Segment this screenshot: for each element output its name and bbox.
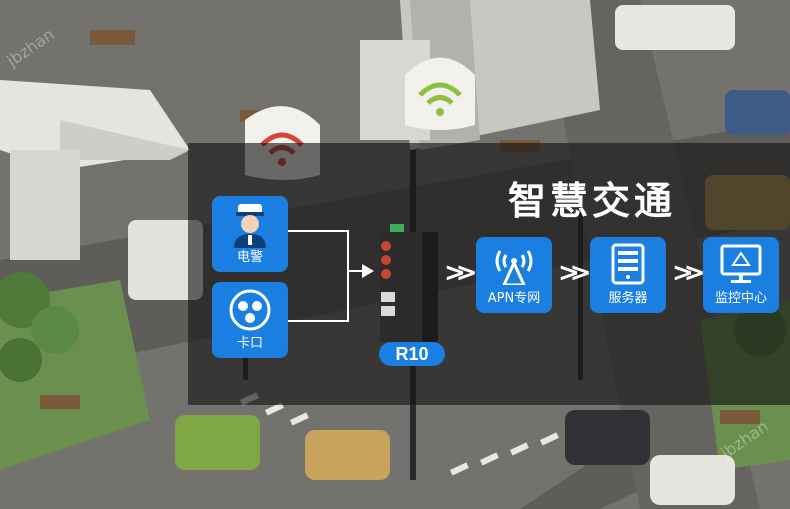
monitor-center-label: 监控中心 — [714, 291, 767, 306]
chevron-double-icon: >> — [558, 258, 591, 288]
router-label: R10 — [379, 342, 445, 366]
server-node: 服务器 — [590, 237, 666, 313]
apn-node: APN专网 — [476, 237, 552, 313]
checkpoint-node: 卡口 — [212, 282, 288, 358]
server-icon — [611, 243, 645, 285]
police-label: 电警 — [236, 250, 263, 265]
diagram-title: 智慧交通 — [508, 179, 677, 223]
monitor-center-node: 监控中心 — [703, 237, 779, 313]
police-node: 电警 — [212, 196, 288, 272]
chevron-double-icon: >> — [444, 258, 477, 288]
antenna-icon — [495, 250, 533, 285]
connector-line — [288, 230, 348, 232]
checkpoint-label: 卡口 — [236, 336, 263, 351]
server-label: 服务器 — [608, 291, 648, 306]
chevron-double-icon: >> — [672, 258, 705, 288]
connector-line — [288, 320, 348, 322]
wifi-bubble-icon — [405, 57, 475, 130]
camera-dome-icon — [229, 289, 271, 331]
router-device-icon — [380, 224, 438, 342]
connector-line — [347, 230, 349, 322]
monitor-icon — [720, 244, 762, 283]
police-officer-icon — [234, 204, 266, 248]
arrow-right-icon — [362, 264, 374, 278]
apn-label: APN专网 — [487, 291, 541, 306]
connector-line — [347, 270, 369, 272]
